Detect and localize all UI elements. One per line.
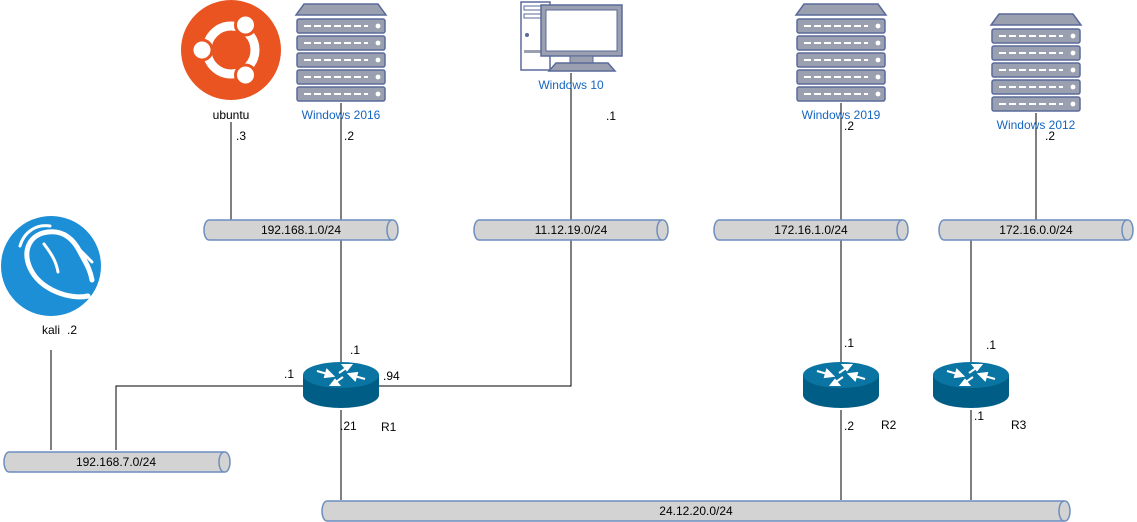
network-label: 172.16.1.0/24 — [774, 223, 848, 237]
host-windows-2019[interactable]: Windows 2019 — [795, 2, 887, 122]
kali-dragon-icon — [1, 216, 101, 316]
ip-suffix: .3 — [236, 129, 246, 143]
ip-suffix: .1 — [986, 338, 996, 352]
ubuntu-logo-icon — [181, 0, 281, 100]
ip-suffix: .1 — [606, 109, 616, 123]
network-label: 172.16.0.0/24 — [999, 223, 1073, 237]
link-net11-r1 — [378, 240, 572, 387]
network-192-168-1[interactable]: 192.168.1.0/24 — [203, 219, 399, 241]
router-r1[interactable]: R1 — [302, 361, 397, 434]
router-label: R1 — [381, 420, 397, 434]
router-r2[interactable]: R2 — [802, 361, 897, 432]
router-label: R3 — [1011, 418, 1027, 432]
host-label: Windows 2016 — [302, 108, 381, 122]
link-r1-lan7 — [115, 385, 303, 450]
router-icon — [802, 361, 880, 409]
router-icon — [302, 361, 380, 409]
server-icon — [795, 2, 887, 104]
host-windows-2012[interactable]: Windows 2012 — [990, 12, 1082, 132]
ip-suffix: .1 — [844, 336, 854, 350]
network-24-12-20[interactable]: 24.12.20.0/24 — [321, 500, 1071, 522]
host-label: Windows 2019 — [802, 108, 881, 122]
host-windows-2016[interactable]: Windows 2016 — [295, 2, 387, 122]
host-label: Windows 10 — [538, 78, 604, 92]
host-ubuntu[interactable]: ubuntu — [181, 0, 281, 122]
workstation-icon — [520, 1, 623, 72]
router-icon — [932, 361, 1010, 409]
ip-suffix: .21 — [340, 419, 357, 433]
ip-suffix: .1 — [974, 409, 984, 423]
host-windows-10[interactable]: Windows 10 — [520, 1, 623, 92]
network-label: 192.168.7.0/24 — [76, 455, 156, 469]
ip-suffix: .1 — [350, 343, 360, 357]
ip-suffix: .2 — [844, 119, 854, 133]
server-icon — [295, 2, 387, 104]
ip-suffix: .2 — [344, 129, 354, 143]
network-label: 11.12.19.0/24 — [535, 223, 608, 237]
host-label: ubuntu — [213, 108, 250, 122]
ip-suffix: .2 — [1045, 129, 1055, 143]
ip-suffix: .2 — [844, 419, 854, 433]
server-icon — [990, 12, 1082, 114]
network-192-168-7[interactable]: 192.168.7.0/24 — [3, 451, 231, 473]
connections — [50, 73, 1037, 500]
host-label: Windows 2012 — [997, 118, 1076, 132]
network-label: 192.168.1.0/24 — [261, 223, 341, 237]
network-11-12-19[interactable]: 11.12.19.0/24 — [473, 219, 669, 241]
network-label: 24.12.20.0/24 — [659, 504, 733, 518]
ip-suffix: .1 — [284, 367, 294, 381]
network-172-16-0[interactable]: 172.16.0.0/24 — [938, 219, 1134, 241]
host-kali[interactable]: kali — [1, 216, 101, 337]
host-label: kali — [42, 323, 60, 337]
router-r3[interactable]: R3 — [932, 361, 1027, 432]
network-172-16-1[interactable]: 172.16.1.0/24 — [713, 219, 909, 241]
router-label: R2 — [881, 418, 897, 432]
ip-suffix: .94 — [383, 369, 400, 383]
ip-suffix: .2 — [67, 323, 77, 337]
